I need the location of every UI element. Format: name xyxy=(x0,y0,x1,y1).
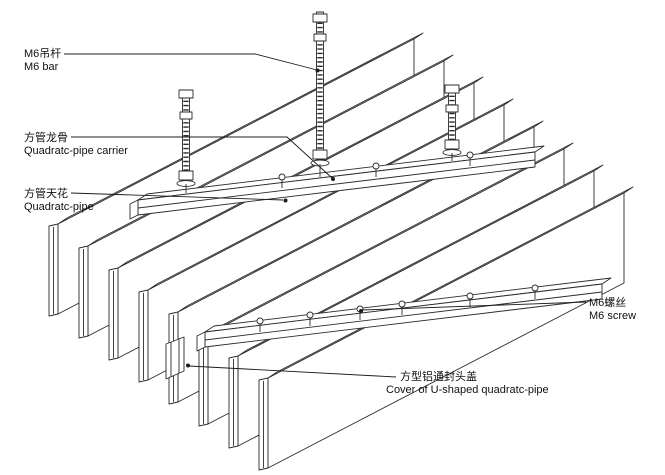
label-cover-zh: 方型铝通封头盖 xyxy=(400,369,477,383)
leader-dot-pipe xyxy=(283,198,288,203)
label-m6-bar-en: M6 bar xyxy=(24,61,59,73)
leader-dot-m6-screw xyxy=(359,309,363,313)
u-shaped-end-cover xyxy=(165,336,185,380)
leader-line-carrier xyxy=(71,136,333,179)
label-carrier-zh: 方管龙骨 xyxy=(24,130,68,144)
leader-dot-cover xyxy=(186,363,190,368)
label-m6-screw-zh: M6螺丝 xyxy=(589,296,626,309)
leader-dot-m6-bar xyxy=(315,68,320,73)
m6-bar-center xyxy=(310,11,330,177)
leader-dot-carrier xyxy=(331,177,335,181)
leader-line-cover xyxy=(188,365,397,378)
label-cover-en: Cover of U-shaped quadratc-pipe xyxy=(386,384,549,396)
leader-line-m6-screw xyxy=(361,301,587,311)
label-m6-screw-en: M6 screw xyxy=(589,310,636,322)
label-pipe-en: Quadratc-pipe xyxy=(24,201,94,213)
label-m6-bar-zh: M6吊杆 xyxy=(24,46,61,60)
m6-bar-right xyxy=(442,84,462,161)
m6-bar-left xyxy=(176,89,196,193)
leader-line-m6-bar xyxy=(64,53,318,71)
baffle-slats xyxy=(48,32,634,471)
label-pipe-zh: 方管天花 xyxy=(24,186,68,200)
leader-line-pipe xyxy=(70,192,284,201)
label-carrier-en: Quadratc-pipe carrier xyxy=(24,145,128,157)
